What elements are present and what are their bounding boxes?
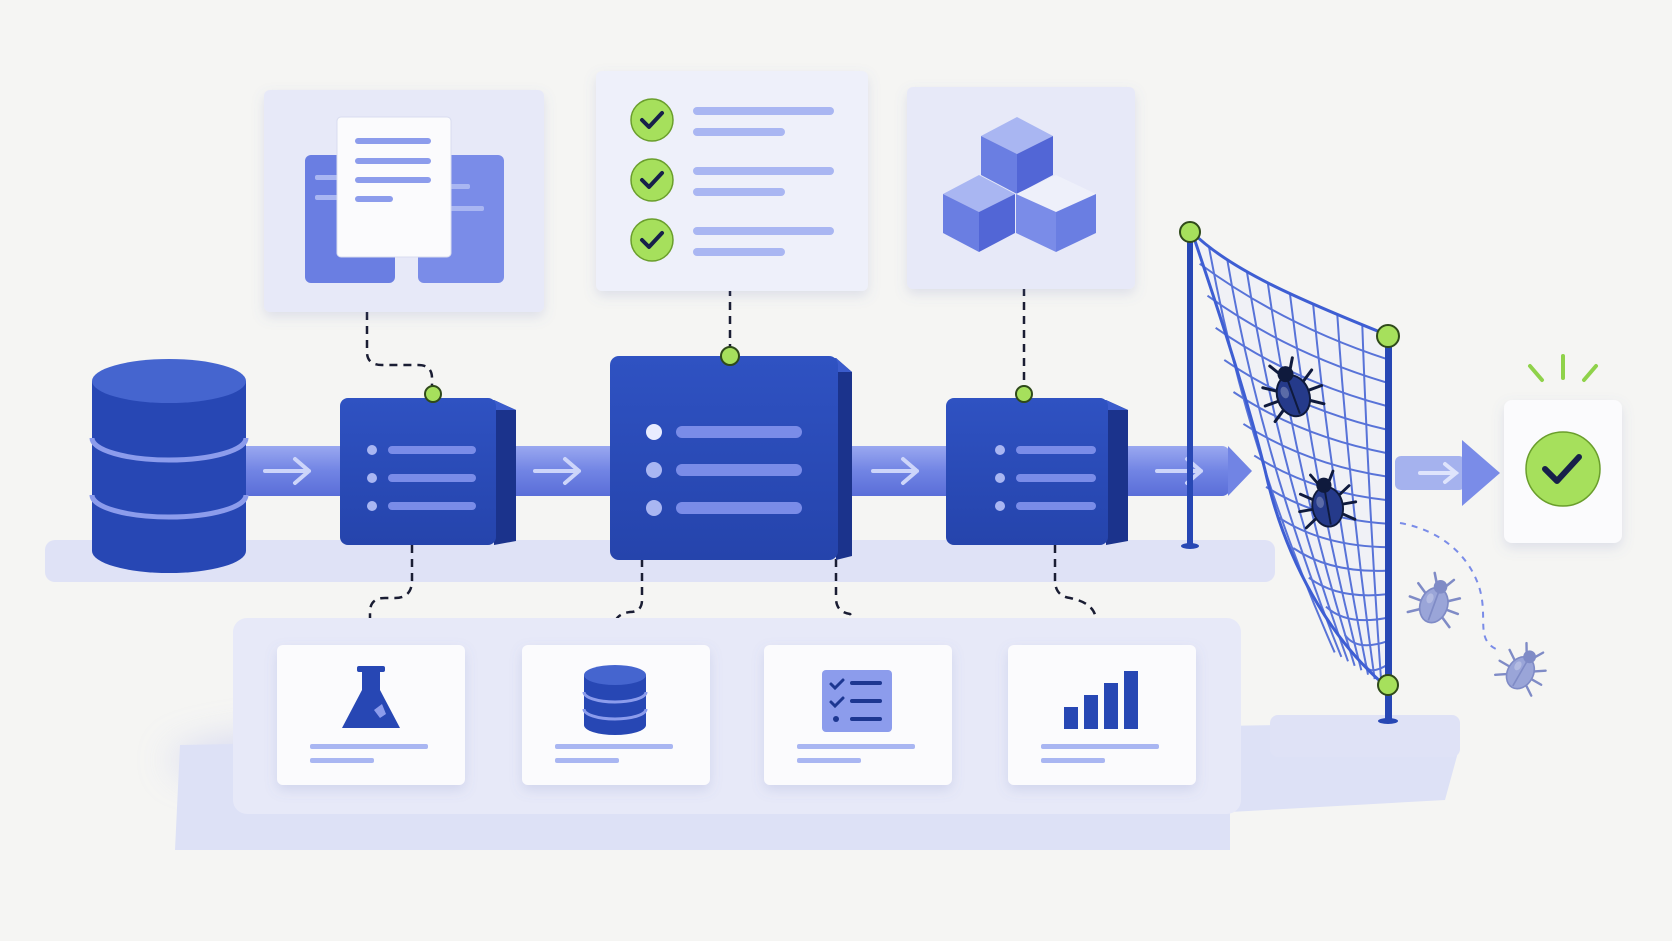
net-strand: [1336, 315, 1376, 680]
bugs: [1261, 356, 1547, 697]
check-item-3: [630, 218, 834, 262]
documents-icon: [305, 116, 504, 283]
tool-card-bar-chart: [1008, 645, 1196, 785]
check-item-1: [630, 98, 834, 142]
success-sparks: [1528, 354, 1598, 382]
net-pole-left: [1187, 232, 1193, 547]
bar-chart-icon: [1041, 671, 1159, 763]
bug-icon: [1261, 356, 1326, 424]
task-list-icon: [797, 670, 915, 763]
net-strand: [1226, 258, 1343, 658]
check-item-2: [630, 158, 834, 202]
connectors: [365, 288, 1098, 641]
net-strand: [1308, 576, 1389, 597]
pipeline-platform: [45, 540, 1275, 582]
exit-arrow: [1395, 440, 1500, 506]
flask-icon: [310, 666, 428, 763]
escape-trail: [1399, 522, 1499, 651]
tools-tray: [233, 618, 1241, 814]
net-strand: [1253, 454, 1389, 502]
database-small-icon: [555, 665, 673, 763]
stage-box-2: [610, 356, 852, 560]
bug-icon: [1493, 641, 1547, 697]
database-icon: [89, 359, 249, 573]
bug-icon: [1406, 571, 1462, 629]
stage-box-3: [946, 398, 1128, 545]
net-strand: [1361, 325, 1383, 684]
bug-icon: [1298, 469, 1358, 530]
check-icon: [1525, 431, 1601, 507]
stage-box-1: [340, 398, 516, 545]
net-strand: [1278, 516, 1389, 549]
checklist-icon: [630, 98, 834, 262]
net-pole-right: [1385, 336, 1392, 722]
net-strand: [1245, 271, 1349, 662]
cubes-icon: [943, 117, 1096, 252]
net-platform: [1270, 715, 1460, 757]
net-strand: [1266, 282, 1356, 667]
